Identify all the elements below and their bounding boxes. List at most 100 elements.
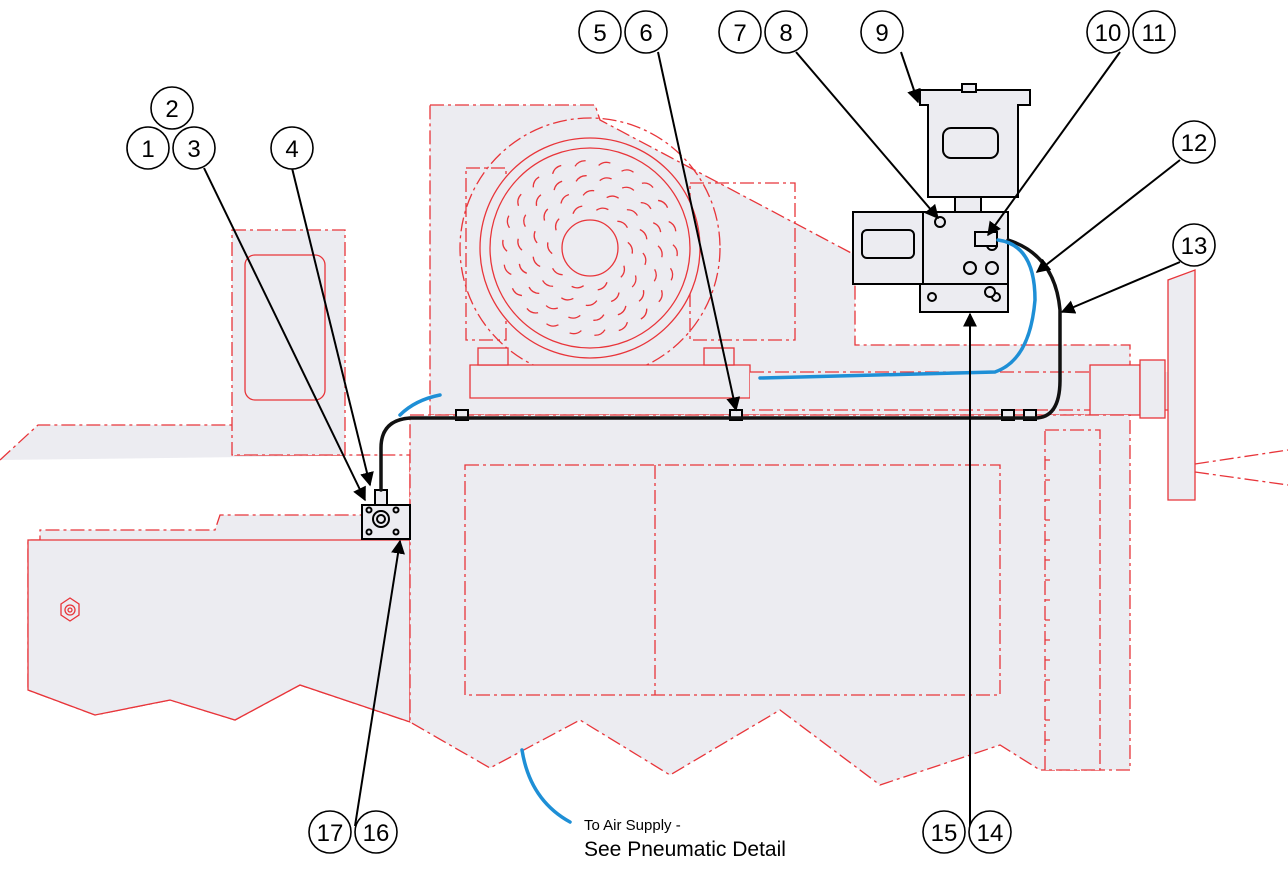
fan-blade-mark	[657, 199, 669, 209]
fan-blade-mark	[642, 252, 647, 266]
air-hose-stub	[398, 393, 442, 417]
fan-blade-mark	[618, 321, 629, 332]
svg-text:6: 6	[639, 20, 652, 47]
callout-2: 2	[150, 86, 194, 130]
gearbox-inner	[464, 464, 1001, 696]
fan-blade-mark	[640, 201, 652, 210]
fan-blade-mark	[546, 323, 559, 327]
fan-blade-mark	[621, 169, 634, 173]
fan-blade-mark	[506, 215, 511, 229]
fan-blade-mark	[652, 222, 662, 233]
fan-blade-mark	[596, 207, 609, 211]
fan-blade-mark	[594, 329, 606, 336]
svg-text:2: 2	[165, 96, 178, 123]
fan-blade-mark	[560, 193, 570, 204]
fan-blade-mark	[517, 238, 523, 251]
motor-base	[469, 364, 751, 399]
leader-lines	[203, 51, 1181, 828]
fan-blade-mark	[569, 330, 582, 335]
note-line-2: See Pneumatic Detail	[584, 838, 786, 861]
fan-blade-mark	[627, 241, 634, 254]
fan-blade-mark	[528, 286, 540, 295]
callout-13: 13	[1172, 223, 1216, 267]
fan-blade-mark	[553, 180, 563, 191]
svg-text:12: 12	[1181, 130, 1208, 157]
fan-blade-mark	[639, 228, 648, 240]
fan-blade-mark	[631, 275, 637, 288]
pump-fitting	[974, 231, 998, 247]
motor-fan-pattern	[502, 160, 678, 336]
fan-blade-mark	[575, 175, 587, 182]
fan-blade-mark	[532, 176, 540, 188]
fan-blade-mark	[526, 308, 539, 314]
callout-8: 8	[764, 10, 808, 54]
fan-blade-mark	[571, 285, 584, 289]
callout-bubbles: 2 1 3 4 5 6 7 8 9 10 11 12 13 15 14 17 1…	[126, 10, 1216, 854]
note-line-1: To Air Supply -	[584, 817, 681, 834]
right-panel	[1044, 429, 1101, 771]
fan-blade-mark	[621, 186, 635, 191]
svg-text:7: 7	[733, 20, 746, 47]
fan-blade-mark	[640, 308, 648, 320]
fan-blade-mark	[606, 195, 620, 199]
fan-blade-mark	[669, 267, 674, 281]
lube-pump-assembly	[852, 83, 1031, 313]
callout-6: 6	[624, 10, 668, 54]
svg-text:9: 9	[875, 20, 888, 47]
fan-blade-mark	[668, 220, 677, 232]
air-hose-supply	[520, 748, 572, 824]
reservoir-neck	[954, 196, 982, 213]
fan-blade-mark	[658, 289, 663, 303]
fan-blade-mark	[597, 282, 608, 291]
fan-blade-mark	[598, 161, 611, 166]
callout-15: 15	[922, 810, 966, 854]
callout-1: 1	[126, 126, 170, 170]
svg-text:8: 8	[779, 20, 792, 47]
motor-foot-left	[477, 347, 509, 366]
fan-blade-mark	[657, 245, 663, 258]
hex-bolt	[60, 597, 80, 622]
callout-4: 4	[270, 126, 314, 170]
right-blade-line	[1194, 449, 1288, 486]
callout-7: 7	[718, 10, 762, 54]
fan-blade-mark	[585, 300, 598, 307]
fan-blade-mark	[511, 287, 523, 297]
radiator-panel	[244, 254, 326, 401]
fan-blade-mark	[610, 292, 620, 303]
fan-blade-mark	[543, 208, 549, 221]
svg-text:16: 16	[363, 820, 390, 847]
fan-blade-mark	[523, 214, 527, 228]
motor	[459, 117, 721, 379]
shaft-flange	[1139, 359, 1166, 419]
fan-blade-mark	[568, 314, 581, 319]
fan-blade-mark	[502, 239, 508, 252]
callout-11: 11	[1132, 10, 1176, 54]
fan-blade-mark	[653, 268, 657, 282]
callout-9: 9	[860, 10, 904, 54]
fan-blade-mark	[554, 218, 560, 231]
right-panel-ribs	[1045, 459, 1050, 741]
fan-blade-mark	[593, 314, 605, 321]
air-hose-upper	[758, 238, 1037, 380]
fan-blade-mark	[672, 244, 678, 257]
pump-window	[861, 229, 915, 259]
fan-blade-mark	[535, 194, 542, 207]
svg-text:13: 13	[1181, 233, 1208, 260]
callout-12: 12	[1172, 120, 1216, 164]
svg-text:5: 5	[593, 20, 606, 47]
fan-blade-mark	[552, 267, 563, 276]
svg-text:4: 4	[285, 136, 298, 163]
svg-text:3: 3	[187, 136, 200, 163]
svg-text:1: 1	[141, 136, 154, 163]
reservoir-window	[942, 127, 999, 159]
callout-3: 3	[172, 126, 216, 170]
right-cutter-head	[1167, 269, 1196, 501]
fan-blade-mark	[641, 182, 654, 188]
fan-blade-mark	[503, 264, 512, 276]
fan-blade-mark	[638, 289, 645, 302]
fan-blade-mark	[572, 205, 583, 214]
motor-foot-right	[703, 347, 735, 366]
fan-blade-mark	[620, 265, 626, 278]
svg-text:17: 17	[317, 820, 344, 847]
